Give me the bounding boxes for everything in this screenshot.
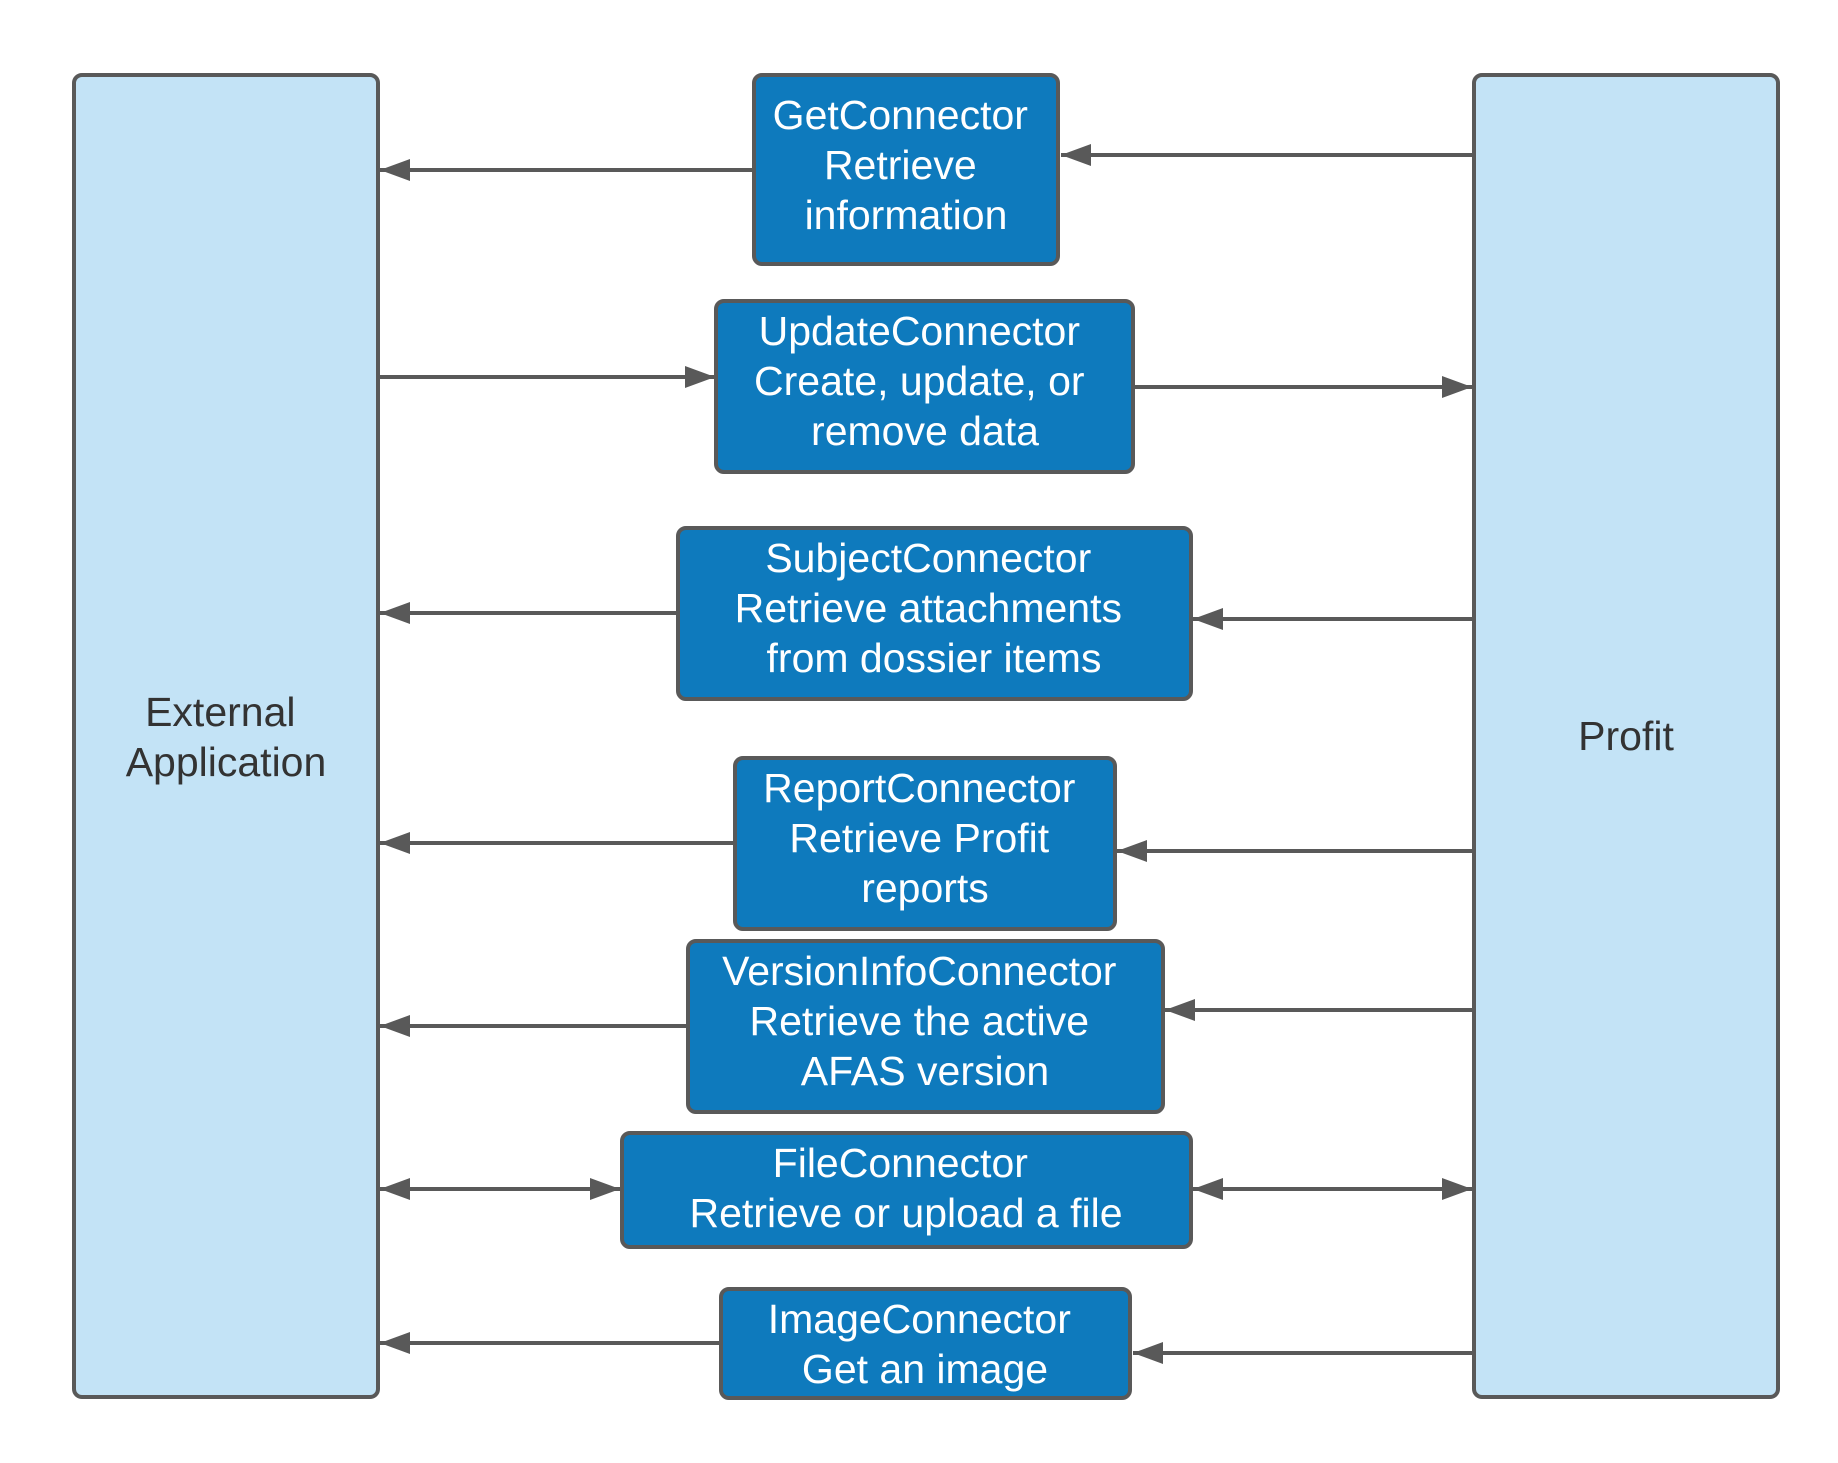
connector-report-box: [733, 756, 1117, 931]
connector-image-label: ImageConnector Get an image: [768, 1296, 1083, 1392]
connector-update-box: [714, 299, 1135, 474]
arrows: [378, 144, 1474, 1364]
connector-update-label: UpdateConnector Create, update, or remov…: [754, 308, 1096, 454]
external-application-label: External Application: [126, 689, 327, 785]
connector-file-box: [620, 1131, 1193, 1249]
connector-image: ImageConnector Get an image: [719, 1287, 1132, 1400]
connector-image-box: [719, 1287, 1132, 1400]
profit-box: [1472, 73, 1780, 1399]
connector-versioninfo-label: VersionInfoConnector Retrieve the active…: [722, 948, 1128, 1094]
profit-column: Profit: [1472, 73, 1780, 1399]
external-application-column: External Application: [72, 73, 380, 1399]
connector-get-box: [752, 73, 1060, 266]
connector-get: GetConnector Retrieve information: [752, 73, 1060, 266]
connector-versioninfo: VersionInfoConnector Retrieve the active…: [686, 939, 1165, 1114]
connector-file: FileConnector Retrieve or upload a file: [620, 1131, 1193, 1249]
connector-file-label: FileConnector Retrieve or upload a file: [689, 1140, 1122, 1236]
connector-update: UpdateConnector Create, update, or remov…: [714, 299, 1135, 474]
connector-subject-box: [676, 526, 1193, 701]
connector-report-label: ReportConnector Retrieve Profit reports: [763, 765, 1087, 911]
connector-versioninfo-box: [686, 939, 1165, 1114]
external-application-box: [72, 73, 380, 1399]
connector-report: ReportConnector Retrieve Profit reports: [733, 756, 1117, 931]
connector-get-label: GetConnector Retrieve information: [773, 92, 1040, 238]
connector-subject-label: SubjectConnector Retrieve attachments fr…: [735, 535, 1134, 681]
connector-subject: SubjectConnector Retrieve attachments fr…: [676, 526, 1193, 701]
profit-label: Profit: [1578, 713, 1674, 759]
